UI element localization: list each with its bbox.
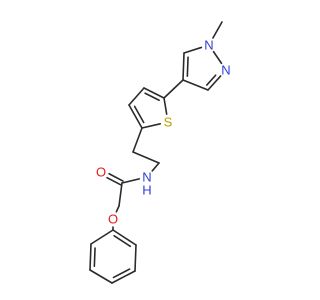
bond-n2-pz_c3 xyxy=(207,75,222,91)
bond-pz_c4-pz_c5 xyxy=(182,52,185,81)
atom-n1: N xyxy=(204,38,213,53)
atom-o_ether: O xyxy=(108,212,118,227)
bond-th_c3-th_c4 xyxy=(128,87,145,106)
atom-label-o_carbonyl: O xyxy=(96,165,106,180)
bond-th_c4-th_c5 xyxy=(128,104,143,129)
atom-s1: S xyxy=(164,115,173,130)
atom-label-o_ether: O xyxy=(108,212,118,227)
bond-n2-pz_c3-second xyxy=(205,74,217,86)
bond-ph_c1-ph_c2-second xyxy=(113,234,132,248)
bond-ph_c2-ph_c3 xyxy=(134,244,137,272)
bond-carbonyl_c-ch2_o xyxy=(118,182,123,207)
atom-sublabel-nh: H xyxy=(142,183,151,198)
bond-pz_c3-pz_c4 xyxy=(182,79,209,91)
bond-pz_c4-th_c2 xyxy=(163,79,184,99)
bond-th_c5-ch2_a xyxy=(132,127,143,153)
bond-ch2_b-nh xyxy=(151,162,160,172)
bond-th_c4-th_c5-second xyxy=(133,105,145,124)
bond-ch2_o-o_ether xyxy=(115,205,120,213)
bond-ph_c3-ph_c4-second xyxy=(112,268,131,279)
bond-nh-carbonyl_c xyxy=(121,178,141,184)
atom-label-s1: S xyxy=(164,115,173,130)
bond-ph_c6-ph_c1 xyxy=(90,229,114,245)
bond-th_c2-th_c3 xyxy=(143,87,165,99)
bond-n1-n2 xyxy=(212,50,223,65)
bond-methyl_c-n1 xyxy=(212,21,223,39)
bond-ch2_a-ch2_b xyxy=(132,151,160,164)
bonds-layer xyxy=(89,21,223,284)
bond-ph_c3-ph_c4 xyxy=(111,270,136,284)
atom-o_carbonyl: O xyxy=(96,165,106,180)
bond-ph_c5-ph_c6-second xyxy=(93,247,96,268)
atom-label-n1: N xyxy=(204,38,213,53)
bond-carbonyl_c-o_carbonyl xyxy=(106,176,122,186)
bond-th_c2-th_c3-second xyxy=(144,92,160,102)
atom-nh: NH xyxy=(142,170,151,198)
atom-n2: N xyxy=(221,63,230,78)
bond-pz_c4-pz_c5-second xyxy=(186,56,189,77)
atom-label-n2: N xyxy=(221,63,230,78)
atom-label-nh: N xyxy=(142,170,151,185)
bond-th_c5-s1 xyxy=(141,122,162,129)
bond-ph_c4-ph_c5 xyxy=(89,269,113,284)
bond-ph_c5-ph_c6 xyxy=(89,243,92,271)
bond-carbonyl_c-o_carbonyl-second xyxy=(108,172,124,182)
bond-pz_c5-n1 xyxy=(183,46,203,54)
bond-s1-th_c2 xyxy=(163,97,168,115)
bond-ph_c1-ph_c2 xyxy=(112,229,137,246)
